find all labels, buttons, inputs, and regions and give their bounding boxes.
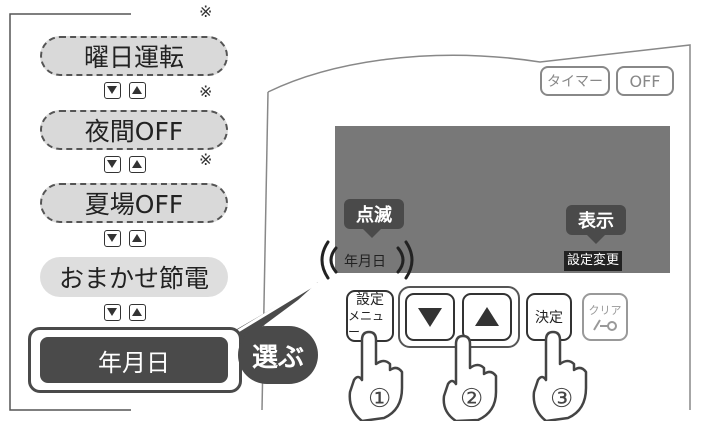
clear-label: クリア bbox=[588, 304, 622, 317]
up-arrow-icon bbox=[129, 230, 146, 247]
hand-icon-2 bbox=[442, 334, 498, 421]
panel-outline bbox=[267, 44, 691, 410]
up-arrow-icon bbox=[129, 82, 146, 99]
select-label: 選ぶ bbox=[238, 326, 318, 384]
setting-change-indicator: 設定変更 bbox=[564, 251, 623, 271]
note-mark-3: ※ bbox=[199, 150, 213, 169]
menu-item-night-off: 夜間OFF bbox=[40, 110, 228, 150]
blink-callout-tail bbox=[362, 228, 382, 238]
note-mark-2: ※ bbox=[199, 82, 213, 101]
note-mark-1: ※ bbox=[199, 2, 213, 21]
date-indicator: 年月日 bbox=[344, 254, 386, 270]
pointer-highlight bbox=[232, 281, 318, 336]
up-triangle-icon bbox=[475, 307, 499, 326]
hand-icon-3 bbox=[532, 330, 588, 421]
menu-bracket bbox=[9, 13, 131, 411]
pressing-hands bbox=[348, 330, 588, 421]
arrow-pair-4 bbox=[104, 304, 146, 321]
display-callout-tail bbox=[586, 234, 606, 244]
up-button bbox=[462, 293, 512, 341]
menu-item-auto-power-save: おまかせ節電 bbox=[40, 257, 228, 297]
down-arrow-icon bbox=[104, 304, 121, 321]
menu-item-summer-off: 夏場OFF bbox=[40, 183, 228, 223]
display-callout: 表示 bbox=[566, 205, 626, 235]
down-triangle-icon bbox=[418, 308, 442, 327]
down-arrow-icon bbox=[104, 156, 121, 173]
step-1: ① bbox=[368, 384, 392, 414]
settings-menu-button: 設定 メニュー bbox=[346, 290, 394, 342]
arrow-pair-3 bbox=[104, 230, 146, 247]
up-arrow-icon bbox=[129, 304, 146, 321]
blink-callout: 点滅 bbox=[344, 199, 404, 229]
settings-menu-top: 設定 bbox=[356, 292, 384, 308]
key-icon bbox=[593, 319, 617, 331]
blink-marks-icon bbox=[320, 240, 414, 280]
timer-key: タイマー bbox=[540, 66, 610, 96]
arrow-pair-2 bbox=[104, 156, 146, 173]
clear-button: クリア bbox=[582, 293, 628, 341]
down-arrow-icon bbox=[104, 82, 121, 99]
selected-item-date: 年月日 bbox=[40, 337, 228, 383]
hand-icon-1 bbox=[348, 330, 404, 421]
arrow-pair-1 bbox=[104, 82, 146, 99]
settings-menu-bottom: メニュー bbox=[348, 309, 385, 339]
menu-item-weekday-operation: 曜日運転 bbox=[40, 36, 228, 76]
up-arrow-icon bbox=[129, 156, 146, 173]
step-2: ② bbox=[460, 384, 484, 414]
down-button bbox=[405, 293, 455, 341]
down-arrow-icon bbox=[104, 230, 121, 247]
confirm-button: 決定 bbox=[526, 293, 572, 341]
step-3: ③ bbox=[550, 384, 574, 414]
off-key: OFF bbox=[616, 66, 674, 96]
